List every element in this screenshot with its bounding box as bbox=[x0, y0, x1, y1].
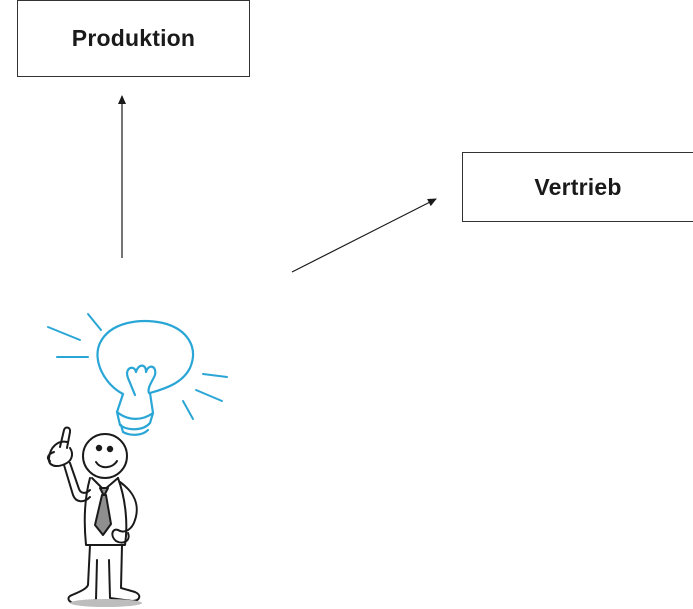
ground-shadow bbox=[70, 599, 142, 607]
node-produktion: Produktion bbox=[17, 0, 250, 77]
lightbulb-icon bbox=[96, 319, 195, 436]
light-rays-icon bbox=[47, 313, 228, 420]
node-vertrieb: Vertrieb bbox=[462, 152, 693, 222]
person-with-lightbulb-idea-icon bbox=[46, 313, 228, 607]
stick-figure-icon bbox=[46, 426, 141, 605]
arrow-to-vertrieb bbox=[291, 198, 437, 273]
